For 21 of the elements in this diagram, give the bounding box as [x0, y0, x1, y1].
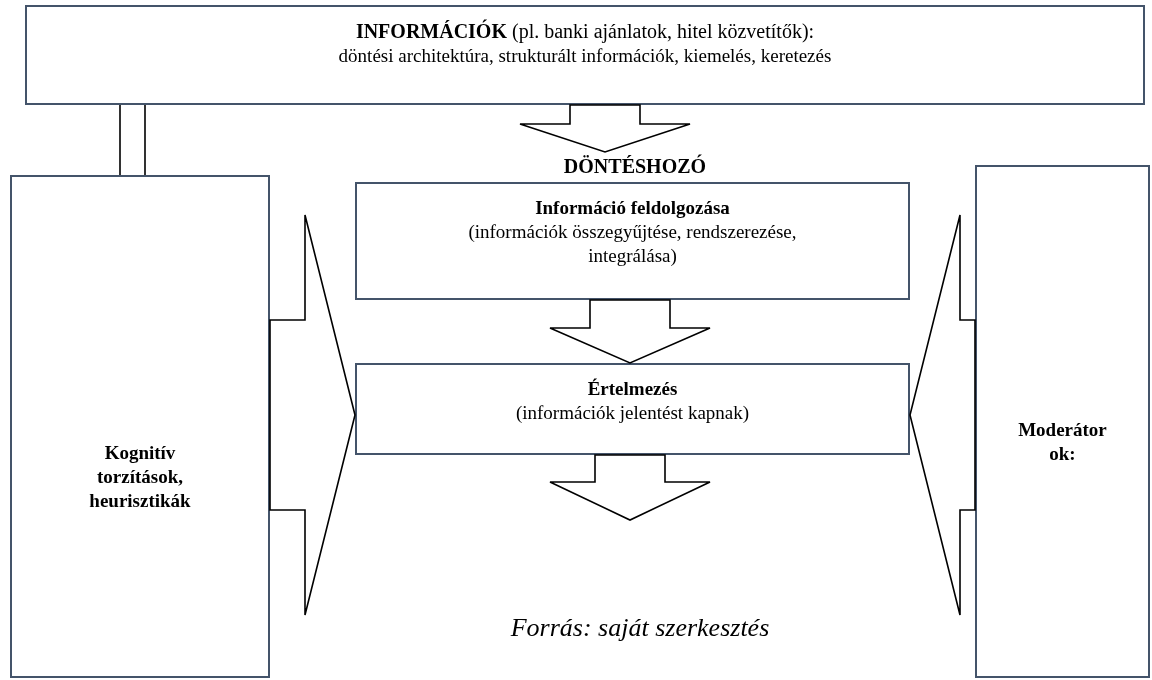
box-text: (információk összegyűjtése, rendszerezése, integrálása) [467, 220, 798, 268]
block-arrow [549, 299, 711, 364]
box-text: Moderátorok: [1017, 417, 1108, 466]
side-box [975, 165, 1150, 678]
box-heading: Információ feldolgozása [535, 196, 730, 220]
box-heading: Értelmezés [587, 377, 678, 401]
process-box [355, 363, 910, 455]
double-connector-line [119, 104, 146, 176]
heading-text: DÖNTÉSHOZÓ [563, 154, 707, 178]
box-heading: INFORMÁCIÓK (pl. banki ajánlatok, hitel közvetítők): [355, 18, 815, 44]
box-text: (információk jelentést kapnak) [514, 401, 751, 425]
block-arrow [549, 454, 711, 521]
box-text: döntési architektúra, strukturált információk, kiemelés, keretezés [338, 44, 832, 68]
process-box [355, 182, 910, 300]
block-arrow [269, 214, 356, 616]
block-arrow [909, 214, 976, 616]
information-box [25, 5, 1145, 105]
block-arrow [519, 104, 691, 153]
side-box [10, 175, 270, 678]
box-text: Kognitív torzítások, heurisztikák [88, 440, 192, 513]
caption: Forrás: saját szerkesztés [509, 612, 771, 644]
